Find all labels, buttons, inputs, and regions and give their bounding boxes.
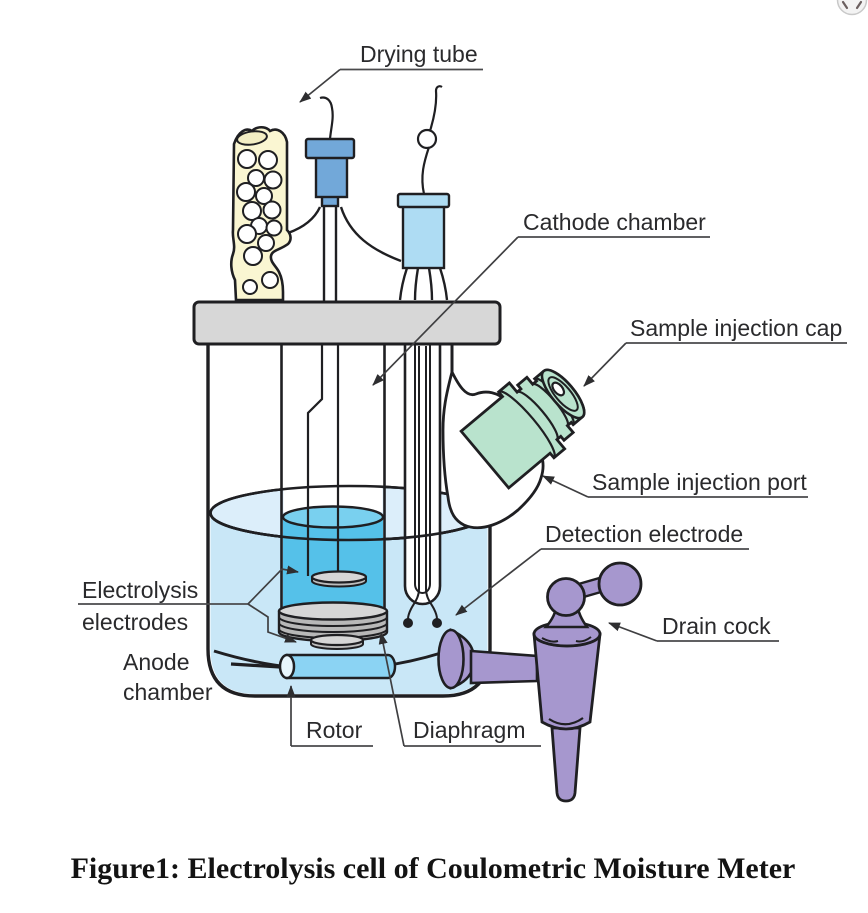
drain-handle-ball-left — [546, 577, 586, 617]
label-electrolysis-electrodes-2: electrodes — [82, 609, 188, 635]
cap-hole — [551, 381, 566, 397]
chevron-marks-icon — [841, 0, 863, 10]
label-sample-injection-port: Sample injection port — [592, 469, 807, 495]
drain-spout — [550, 726, 582, 803]
scroll-top-button[interactable] — [836, 0, 868, 16]
label-rotor: Rotor — [306, 717, 363, 743]
drain-handle-ball-right — [597, 561, 643, 607]
inner-liquid-body — [283, 517, 383, 614]
cathode-chamber-tube — [280, 344, 386, 608]
desiccant-beads — [236, 149, 283, 295]
annotations: Drying tube Cathode chamber Sample injec… — [78, 41, 847, 747]
label-anode-chamber-2: chamber — [123, 679, 213, 705]
electrode-stopper-dark — [304, 96, 356, 208]
drain-flange-opening — [437, 628, 465, 690]
detection-electrode-dot — [432, 618, 442, 628]
upper-electrode-disk — [310, 570, 368, 588]
label-drain-cock: Drain cock — [662, 613, 771, 639]
label-detection-electrode: Detection electrode — [545, 521, 743, 547]
drain-cock-assembly — [437, 561, 643, 803]
rotor-stirrer — [230, 653, 397, 680]
inner-liquid-surface — [281, 505, 385, 529]
label-diaphragm: Diaphragm — [413, 717, 526, 743]
label-electrolysis-electrodes-1: Electrolysis — [82, 577, 198, 603]
glass-manifold — [287, 206, 449, 301]
label-cathode-chamber: Cathode chamber — [523, 209, 706, 235]
drain-body — [532, 632, 602, 731]
detection-electrode-dot — [403, 618, 413, 628]
detection-stopper-light — [396, 85, 451, 270]
figure-caption: Figure1: Electrolysis cell of Coulometri… — [71, 852, 796, 885]
vessel-lid — [192, 300, 502, 346]
label-anode-chamber-1: Anode — [123, 649, 190, 675]
drain-arm — [469, 649, 539, 685]
sample-injection-cap-body — [459, 368, 586, 490]
detection-electrode-tube — [403, 344, 442, 628]
lower-electrode-disk — [309, 633, 365, 650]
label-drying-tube: Drying tube — [360, 41, 478, 67]
drying-tube-part — [229, 125, 292, 302]
label-sample-injection-cap: Sample injection cap — [630, 315, 842, 341]
electrode-lead-wires — [306, 345, 340, 576]
